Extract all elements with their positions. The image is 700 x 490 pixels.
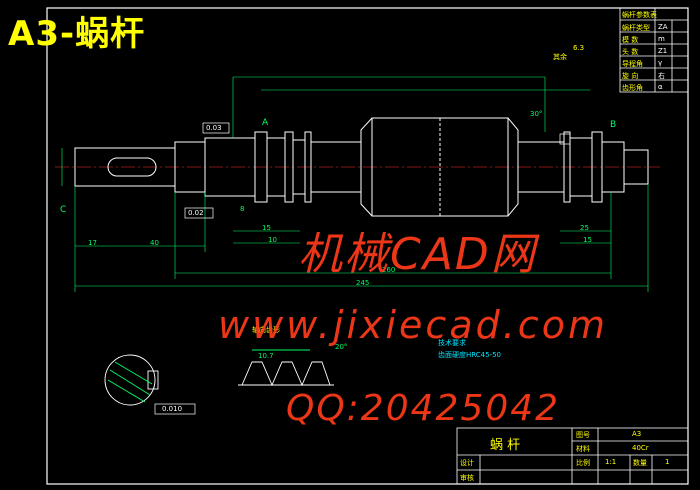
param-row-value: m: [658, 35, 665, 43]
param-row-label: 头 数: [622, 48, 639, 56]
label-quantity: 数量: [633, 459, 647, 467]
datum-a: A: [262, 118, 269, 128]
param-row-value: 右: [658, 72, 665, 80]
param-row-value: Z1: [658, 47, 668, 55]
param-row-value: ZA: [658, 23, 668, 31]
row-design: 设计: [460, 459, 474, 467]
dim-inner: 260: [382, 266, 396, 274]
roughness-value: 6.3: [573, 44, 585, 52]
section-angle: 20°: [335, 343, 348, 351]
section-view: [104, 354, 159, 406]
part-name: 蜗 杆: [490, 438, 521, 453]
notes-title: 技术要求: [438, 339, 466, 347]
notes-line: 齿面硬度HRC45-50: [438, 351, 502, 359]
dim-right-1: 25: [580, 224, 589, 232]
param-row-value: α: [658, 83, 663, 91]
label-material: 材料: [576, 445, 590, 453]
watermark-qq: QQ:20425042: [286, 388, 561, 429]
value-sheet: A3: [632, 430, 642, 438]
dimension-lines: [61, 76, 649, 292]
value-scale: 1:1: [605, 458, 617, 466]
watermark-site-name: 机械CAD网: [298, 229, 537, 280]
row-check: 审核: [460, 474, 474, 482]
sheet-title: A3-蜗杆: [8, 14, 146, 54]
tolerance-3: 0.010: [162, 405, 183, 413]
datum-c: C: [60, 205, 67, 215]
roughness-note: 其余: [553, 53, 567, 61]
param-row-label: 旋 向: [622, 72, 639, 80]
param-row-label: 蜗杆类型: [622, 24, 650, 32]
dim-overall: 245: [356, 279, 370, 287]
value-quantity: 1: [665, 458, 670, 466]
dim-mid-3: 8: [240, 205, 245, 213]
datum-b: B: [610, 120, 617, 130]
tolerance-frames: [154, 122, 571, 415]
drawing-frame: [46, 7, 689, 485]
parameter-table: [619, 7, 689, 93]
param-row-label: 导程角: [622, 60, 643, 68]
chamfer-30: 30°: [530, 110, 543, 118]
tolerance-1: 0.03: [206, 124, 222, 132]
label-scale: 比例: [576, 459, 590, 467]
thread-profile-detail: [238, 349, 334, 387]
param-table-header: 蜗杆参数表: [622, 11, 657, 19]
param-row-value: γ: [658, 59, 663, 67]
dim-left-2: 40: [150, 239, 159, 247]
tolerance-2: 0.02: [188, 209, 204, 217]
section-label: 轴向齿形: [252, 326, 280, 334]
dim-mid-2: 10: [268, 236, 277, 244]
watermark-url: www.jixiecad.com: [218, 303, 608, 347]
title-block: [456, 427, 689, 485]
param-row-label: 齿形角: [622, 84, 643, 92]
dim-left-1: 17: [88, 239, 97, 247]
param-row-label: 模 数: [622, 36, 639, 44]
value-material: 40Cr: [632, 444, 649, 452]
dim-mid-1: 15: [262, 224, 271, 232]
worm-shaft: [74, 117, 649, 217]
section-dim: 10.7: [258, 352, 274, 360]
dim-right-2: 15: [583, 236, 592, 244]
label-sheet: 图号: [576, 431, 590, 439]
